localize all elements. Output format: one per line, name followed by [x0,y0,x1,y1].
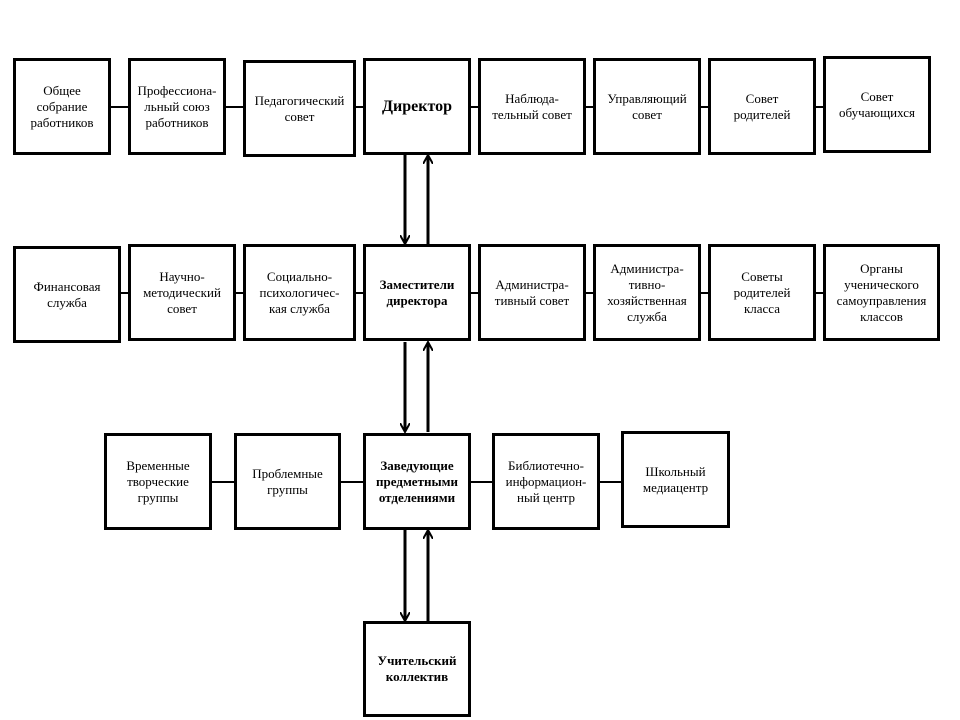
box-finance-service: Финансовая служба [13,246,121,343]
box-methodical-council: Научно- методический совет [128,244,236,341]
box-media-center: Школьный медиацентр [621,431,730,528]
box-creative-groups: Временные творческие группы [104,433,212,530]
box-admin-household-service: Администра- тивно- хозяйственная служба [593,244,701,341]
box-class-parents-councils: Советы родителей класса [708,244,816,341]
box-governing-council: Управляющий совет [593,58,701,155]
box-parents-council: Совет родителей [708,58,816,155]
box-students-council: Совет обучающихся [823,56,931,153]
box-department-heads: Заведующие предметными отделениями [363,433,471,530]
box-general-meeting: Общее собрание работников [13,58,111,155]
box-director: Директор [363,58,471,155]
box-deputy-directors: Заместители директора [363,244,471,341]
box-problem-groups: Проблемные группы [234,433,341,530]
box-teaching-staff: Учительский коллектив [363,621,471,717]
box-psych-service: Социально- психологичес- кая служба [243,244,356,341]
box-pedagogical-council: Педагогический совет [243,60,356,157]
box-admin-council: Администра- тивный совет [478,244,586,341]
box-library-center: Библиотечно- информацион- ный центр [492,433,600,530]
box-trade-union: Профессиона- льный союз работников [128,58,226,155]
box-supervisory-board: Наблюда- тельный совет [478,58,586,155]
box-class-self-government: Органы ученического самоуправления класс… [823,244,940,341]
